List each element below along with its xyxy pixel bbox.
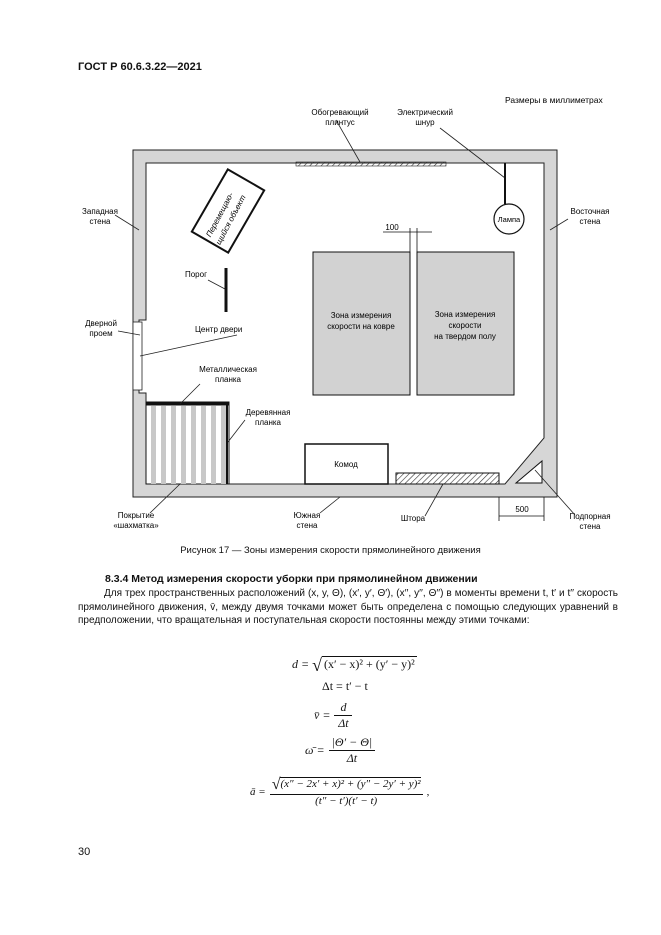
label-doorway-1: Дверной [85, 319, 117, 328]
label-zone-carpet-2: скорости на ковре [327, 322, 395, 331]
label-zone-floor-1: Зона измерения [435, 310, 496, 319]
formula-velocity-den: Δt [338, 716, 349, 730]
label-threshold: Порог [185, 270, 207, 279]
label-cover-1: Покрытие [118, 511, 155, 520]
page-number: 30 [78, 846, 91, 858]
formula-angular-num: |Θ′ − Θ| [328, 735, 376, 751]
label-support-2: стена [580, 522, 601, 531]
label-dim-500: 500 [515, 505, 529, 514]
curtain [395, 472, 500, 485]
sqrt-sign: √ [312, 655, 322, 675]
section-title: 8.3.4 Метод измерения скорости уборки пр… [105, 573, 478, 585]
label-heater-2: плинтус [325, 118, 355, 127]
checkerboard-cover [145, 401, 230, 485]
formula-velocity: v̄ = d Δt [314, 700, 353, 731]
label-east-2: стена [580, 217, 601, 226]
formula-distance: d = √(x′ − x)² + (y′ − y)² [292, 655, 417, 676]
label-lamp: Лампа [498, 215, 521, 224]
label-metal-1: Металлическая [199, 365, 257, 374]
label-doorway-2: проем [89, 329, 112, 338]
formula-angular-den: Δt [346, 751, 358, 765]
label-south-1: Южная [294, 511, 321, 520]
label-cord-2: шнур [415, 118, 435, 127]
label-south-2: стена [297, 521, 318, 530]
formula-distance-lhs: d = [292, 657, 310, 671]
label-curtain: Штора [401, 514, 426, 523]
figure-caption: Рисунок 17 — Зоны измерения скорости пря… [180, 545, 481, 556]
label-wood-2: планка [255, 418, 282, 427]
label-metal-2: планка [215, 375, 242, 384]
label-wood-1: Деревянная [246, 408, 291, 417]
body-paragraph: Для трех пространственных расположений (… [78, 587, 618, 628]
label-cover-2: «шахматка» [113, 521, 159, 530]
paragraph-text: Для трех пространственных расположений (… [78, 588, 618, 626]
formula-dt: Δt = t′ − t [322, 679, 368, 693]
lamp [493, 203, 525, 235]
doc-header: ГОСТ Р 60.6.3.22—2021 [78, 61, 202, 73]
label-dresser: Комод [334, 460, 358, 469]
label-west-1: Западная [82, 207, 118, 216]
label-zone-floor-3: на твердом полу [434, 332, 496, 341]
sqrt-sign: √ [271, 776, 281, 793]
formula-comma: , [426, 785, 430, 798]
label-heater-1: Обогревающий [311, 108, 368, 117]
formula-acceleration: ā = √(x″ − 2x′ + x)² + (y″ − 2y′ + y)² (… [250, 776, 429, 807]
doorway [132, 321, 143, 391]
formula-velocity-num: d [334, 700, 353, 716]
label-east-1: Восточная [571, 207, 610, 216]
zone-carpet [312, 251, 411, 396]
formula-acceleration-den: (t″ − t′)(t′ − t) [315, 795, 378, 807]
units-note: Размеры в миллиметрах [505, 95, 603, 105]
dresser [304, 443, 389, 485]
label-zone-carpet-1: Зона измерения [331, 311, 392, 320]
label-zone-floor-2: скорости [448, 321, 481, 330]
heater-baseboard [295, 161, 447, 167]
label-west-2: стена [90, 217, 111, 226]
label-door-center: Центр двери [195, 325, 242, 334]
formula-angular: ω̄ = |Θ′ − Θ| Δt [305, 735, 376, 766]
label-cord-1: Электрический [397, 108, 453, 117]
room-diagram: Размеры в миллиметрах Обогревающий плинт… [82, 95, 611, 531]
formula-distance-rhs: (x′ − x)² + (y′ − y)² [322, 656, 417, 671]
zone-hard-floor [416, 251, 515, 396]
formula-velocity-lhs: v̄ = [314, 708, 331, 722]
label-dim-100: 100 [385, 223, 399, 232]
formula-acceleration-num: (x″ − 2x′ + x)² + (y″ − 2y′ + y)² [280, 777, 421, 790]
formula-acceleration-lhs: ā = [250, 785, 266, 798]
label-support-1: Подпорная [569, 512, 610, 521]
movable-object [190, 167, 266, 255]
formula-angular-lhs: ω̄ = [305, 743, 325, 757]
support-wall [514, 459, 543, 484]
